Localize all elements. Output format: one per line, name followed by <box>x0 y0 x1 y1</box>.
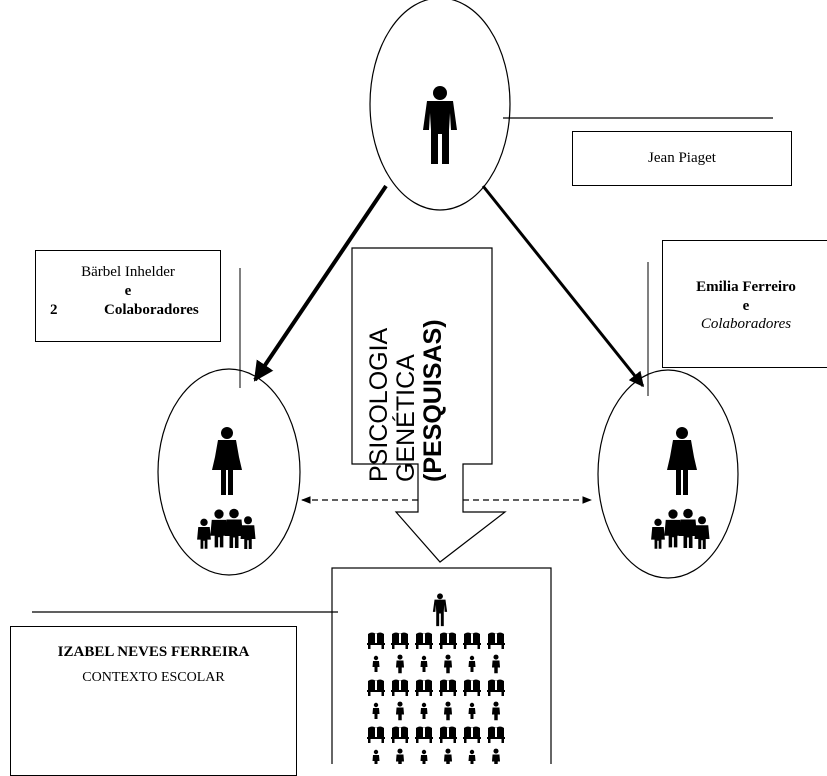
woman-icon <box>212 427 242 495</box>
person-icon <box>423 86 457 164</box>
inhelder-label-box: Bärbel Inhelder e 2 Colaboradores <box>35 250 221 342</box>
center-arrow-line2: GENÉTICA <box>392 354 420 482</box>
izabel-context: CONTEXTO ESCOLAR <box>82 670 225 685</box>
inhelder-collab: Colaboradores <box>104 302 199 318</box>
family-icon <box>197 509 255 549</box>
ferreiro-label-box: Emilia Ferreiro e Colaboradores <box>662 240 827 368</box>
arrow-to-ferreiro <box>481 185 645 388</box>
center-block-arrow <box>351 247 507 563</box>
ferreiro-name: Emilia Ferreiro <box>696 279 796 295</box>
izabel-label-box: IZABEL NEVES FERREIRA CONTEXTO ESCOLAR <box>10 626 297 776</box>
inhelder-name: Bärbel Inhelder <box>81 264 175 280</box>
izabel-name: IZABEL NEVES FERREIRA <box>57 644 250 660</box>
ferreiro-circle <box>597 369 739 579</box>
piaget-circle <box>369 0 511 211</box>
ferreiro-conj: e <box>742 298 750 314</box>
inhelder-num: 2 <box>50 302 58 318</box>
inhelder-conj: e <box>124 283 132 299</box>
center-arrow-line1: PSICOLOGIA <box>365 327 393 482</box>
ferreiro-collab: Colaboradores <box>700 316 792 332</box>
arrow-to-inhelder <box>253 184 388 382</box>
piaget-name: Jean Piaget <box>648 150 716 166</box>
piaget-label-box: Jean Piaget <box>572 131 792 186</box>
family-icon <box>651 509 709 549</box>
inhelder-circle <box>157 368 301 576</box>
center-arrow-line3: (PESQUISAS) <box>419 319 447 482</box>
woman-icon <box>667 427 697 495</box>
